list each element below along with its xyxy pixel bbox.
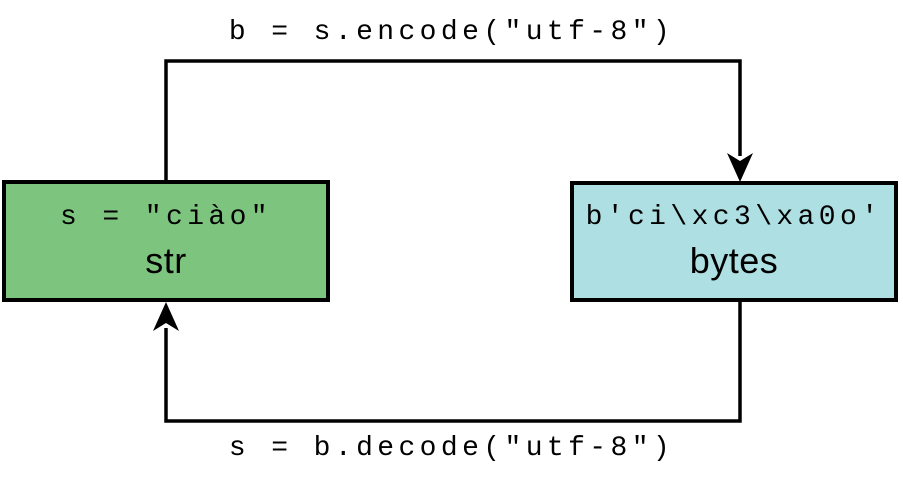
decode-arrowhead-up-icon: [153, 302, 179, 331]
encode-arrowhead-down-icon: [727, 153, 753, 182]
str-type-label: str: [145, 239, 187, 281]
bytes-type-label: bytes: [689, 240, 779, 281]
encode-call-label: b = s.encode("utf-8"): [228, 17, 675, 48]
decode-call-label: s = b.decode("utf-8"): [228, 433, 675, 464]
str-box: s = "ciào" str: [2, 180, 330, 302]
bytes-value: b'ci\xc3\xa0o': [585, 202, 883, 233]
encode-arrow-line: [164, 59, 742, 180]
decode-arrow-line: [164, 300, 742, 423]
bytes-box: b'ci\xc3\xa0o' bytes: [570, 181, 898, 302]
str-value: s = "ciào": [59, 201, 273, 233]
